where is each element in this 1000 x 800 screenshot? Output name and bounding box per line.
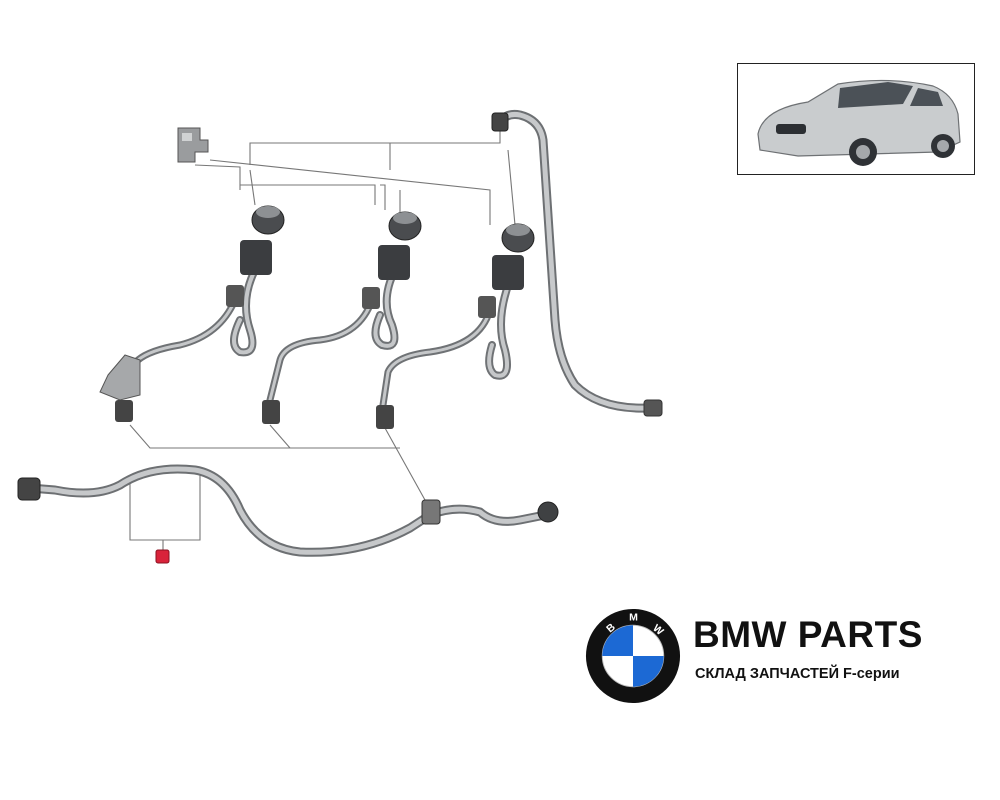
valve-assembly-2	[262, 211, 422, 424]
valve-assembly-3	[376, 223, 535, 429]
brand-subtitle: СКЛАД ЗАПЧАСТЕЙ F-серии	[695, 666, 900, 682]
roundel-letter-m: M	[629, 611, 638, 623]
brand-title: BMW PARTS	[693, 614, 923, 655]
valve-assembly-1	[99, 205, 285, 422]
mounting-bracket	[177, 127, 209, 163]
leader-lines	[129, 130, 516, 552]
return-hose	[491, 110, 663, 417]
main-pipe	[17, 464, 559, 557]
car-thumbnail-icon	[757, 79, 961, 166]
car-thumbnail-frame	[737, 63, 975, 175]
highlighted-part	[155, 549, 170, 564]
bmw-roundel-icon: B M W	[585, 608, 681, 704]
